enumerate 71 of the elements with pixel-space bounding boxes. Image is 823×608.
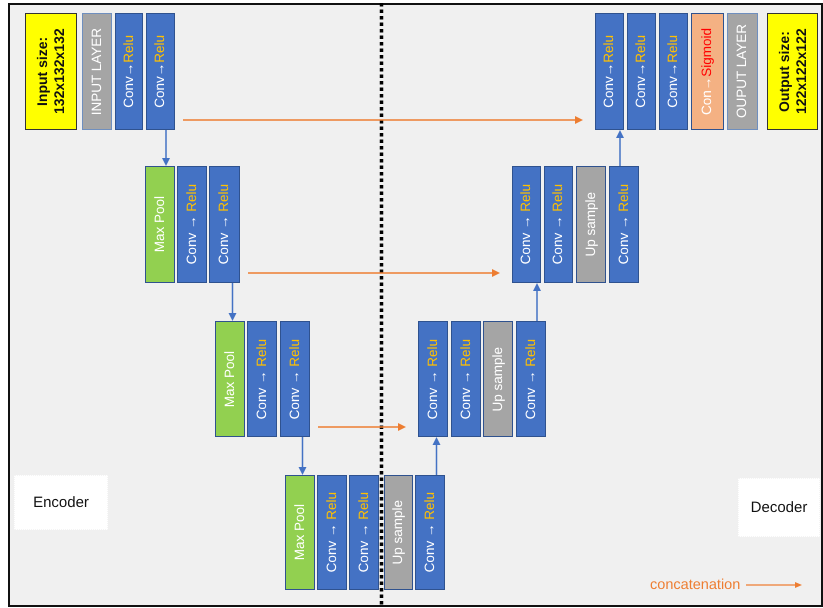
conv-layer-bar bbox=[349, 475, 379, 590]
layer-label: Input size: 132x132x132 bbox=[34, 28, 68, 116]
layer-label: Conv → Relu bbox=[254, 338, 270, 420]
layer-label: Conv→Relu bbox=[152, 35, 168, 108]
section-label: Decoder bbox=[750, 499, 808, 516]
conv-layer-bar bbox=[627, 13, 656, 130]
conv-layer-bar bbox=[209, 166, 240, 283]
arrow bbox=[298, 437, 306, 475]
sigmoid-layer-bar bbox=[691, 13, 724, 130]
layer-label: Conv → Relu bbox=[356, 492, 372, 573]
layer-label: Output size: 122x122x122 bbox=[776, 28, 810, 116]
layer-label: Up sample bbox=[582, 192, 599, 257]
layer-label: INPUT LAYER bbox=[88, 28, 105, 116]
arrow bbox=[248, 269, 500, 277]
layer-label: Conv → Relu bbox=[184, 184, 200, 265]
up-sample-bar bbox=[384, 475, 413, 590]
arrow bbox=[162, 130, 170, 166]
layer-label: Conv→Relu bbox=[601, 35, 618, 108]
layer-label: Max Pool bbox=[152, 196, 168, 253]
arrow bbox=[432, 437, 440, 475]
io-layer-bar bbox=[727, 13, 758, 130]
up-sample-bar bbox=[576, 166, 606, 283]
section-label: Encoder bbox=[33, 494, 89, 511]
conv-layer-bar bbox=[516, 321, 546, 437]
layer-label: Conv → Relu bbox=[522, 338, 539, 420]
layer-label: Conv→Relu bbox=[120, 35, 137, 108]
layer-label: OUPUT LAYER bbox=[734, 24, 750, 119]
layer-label: Conv → Relu bbox=[518, 184, 534, 265]
max-pool-bar bbox=[145, 166, 175, 283]
layer-label: Conv → Relu bbox=[216, 184, 232, 265]
layer-label: Conv → Relu bbox=[616, 184, 632, 265]
layer-label: Conv → Relu bbox=[422, 492, 438, 573]
layer-label: Conv→Relu bbox=[665, 35, 682, 108]
conv-layer-bar bbox=[659, 13, 688, 130]
conv-layer-bar bbox=[544, 166, 573, 283]
conv-layer-bar bbox=[415, 475, 445, 590]
size-note-box bbox=[767, 13, 818, 130]
conv-layer-bar bbox=[247, 321, 277, 437]
arrow bbox=[183, 116, 583, 124]
layer-label: Up sample bbox=[390, 500, 406, 565]
conv-layer-bar bbox=[609, 166, 639, 283]
arrow bbox=[616, 130, 624, 166]
max-pool-bar bbox=[285, 475, 315, 590]
arrow bbox=[318, 423, 406, 431]
conv-layer-bar bbox=[177, 166, 207, 283]
layer-label: Max Pool bbox=[292, 504, 308, 561]
layer-label: Conv → Relu bbox=[550, 184, 566, 265]
io-layer-bar bbox=[82, 13, 112, 130]
layer-label: Up sample bbox=[490, 346, 506, 412]
conv-layer-bar bbox=[595, 13, 624, 130]
layer-label: Conv → Relu bbox=[424, 338, 441, 420]
up-sample-bar bbox=[483, 321, 513, 437]
legend-label: concatenation bbox=[650, 577, 740, 593]
section-label-box bbox=[738, 478, 820, 537]
arrow bbox=[228, 283, 236, 321]
conv-layer-bar bbox=[280, 321, 310, 437]
conv-layer-bar bbox=[451, 321, 481, 437]
arrow bbox=[533, 283, 541, 321]
conv-layer-bar bbox=[418, 321, 448, 437]
conv-layer-bar bbox=[146, 13, 175, 130]
layer-label: Max Pool bbox=[222, 350, 238, 408]
layer-label: Conv → Relu bbox=[324, 492, 340, 573]
max-pool-bar bbox=[215, 321, 245, 437]
layer-label: Conv → Relu bbox=[458, 338, 474, 420]
layer-label: Conv→Relu bbox=[633, 35, 650, 108]
layer-label: Con→Sigmoid bbox=[699, 28, 716, 116]
conv-layer-bar bbox=[512, 166, 541, 283]
layer-label: Conv → Relu bbox=[286, 338, 303, 420]
size-note-box bbox=[25, 13, 77, 130]
conv-layer-bar bbox=[317, 475, 347, 590]
conv-layer-bar bbox=[115, 13, 143, 130]
